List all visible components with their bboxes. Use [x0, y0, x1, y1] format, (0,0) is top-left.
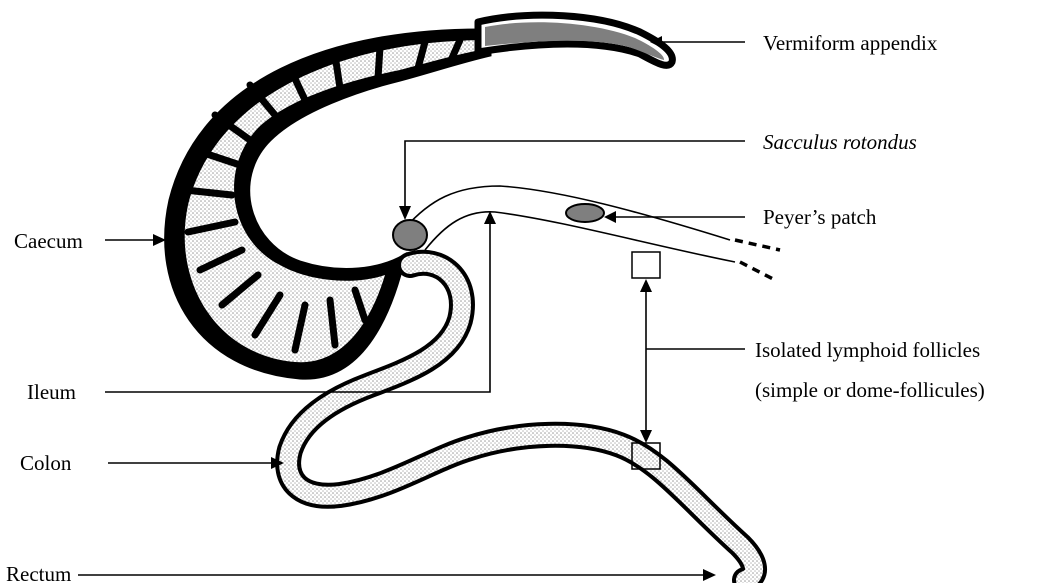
label-isolated-lymphoid-follicles: Isolated lymphoid follicles	[755, 338, 980, 362]
follicle-box-upper	[632, 252, 660, 278]
label-vermiform-appendix: Vermiform appendix	[763, 31, 938, 55]
sacculus-rotondus-organ	[393, 220, 427, 250]
label-sacculus-rotondus: Sacculus rotondus	[763, 130, 917, 154]
sacculus-leader	[405, 141, 745, 210]
ileum-organ	[405, 186, 780, 280]
label-colon: Colon	[20, 451, 72, 475]
sacculus-arrowhead	[399, 206, 411, 220]
label-rectum: Rectum	[6, 562, 71, 583]
leader-lines	[78, 36, 745, 581]
label-caecum: Caecum	[14, 229, 83, 253]
caecum-organ	[166, 30, 490, 378]
label-simple-or-dome-follicules: (simple or dome-follicules)	[755, 378, 985, 402]
caecum-arrowhead	[153, 234, 166, 246]
follicles-arrowhead-up	[640, 279, 652, 292]
rectum-arrowhead	[703, 569, 716, 581]
label-ileum: Ileum	[27, 380, 76, 404]
appendix-organ	[478, 15, 672, 65]
peyer-arrowhead	[604, 211, 616, 223]
peyers-patch-organ	[566, 204, 604, 222]
label-peyers-patch: Peyer’s patch	[763, 205, 877, 229]
ileum-arrowhead	[484, 211, 496, 224]
